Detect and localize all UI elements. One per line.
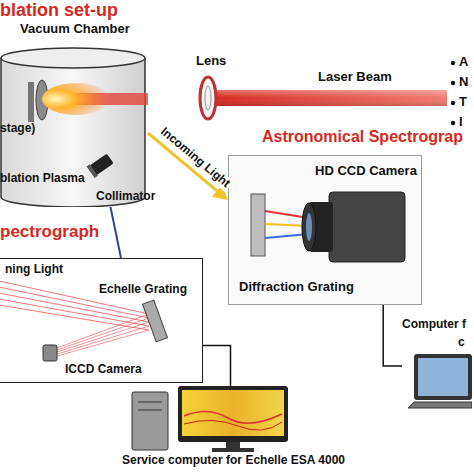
bullet [451, 81, 455, 85]
label: Laser Beam [318, 70, 392, 85]
label: N [459, 75, 468, 90]
label: c [458, 336, 465, 350]
bullet [451, 121, 455, 125]
node-text: Diffraction Grating [239, 280, 354, 295]
lens [200, 77, 216, 119]
laptop-drawing [402, 318, 472, 414]
node-text: ICCD Camera [65, 363, 142, 377]
connector-line [383, 305, 402, 366]
label: T [459, 95, 467, 110]
connector [203, 346, 231, 387]
label: Lens [196, 54, 226, 69]
label: pectrograph [0, 222, 99, 242]
laser-beam-shade [215, 90, 447, 106]
label: Collimator [96, 190, 155, 204]
node-text: Computer f [402, 318, 466, 332]
echelle-box: ning LightEchelle GratingICCD Camera [0, 258, 203, 383]
label: Astronomical Spectrograp [262, 128, 463, 146]
label: I [459, 115, 463, 130]
node-text: ning Light [5, 263, 63, 277]
node-text: Echelle Grating [99, 283, 187, 297]
connector [383, 305, 402, 366]
laser-beam [215, 90, 447, 106]
bullet [451, 101, 455, 105]
service-computer: Service computer for Echelle ESA 4000 [118, 386, 368, 472]
node-text: Service computer for Echelle ESA 4000 [122, 454, 345, 468]
lens-inner [205, 86, 211, 110]
spectrograph-box: HD CCD CameraDiffraction Grating [228, 155, 422, 305]
connector-line [203, 346, 231, 387]
laptop: Computer f [402, 318, 472, 414]
label: A [459, 55, 468, 70]
edge-label: Incoming Light [156, 124, 234, 192]
label: blation Plasma [0, 172, 85, 186]
node-text: HD CCD Camera [315, 164, 417, 179]
connector-line [111, 207, 122, 258]
label: blation set-up [0, 0, 118, 21]
label: stage) [0, 122, 35, 136]
node-text: Vacuum Chamber [20, 22, 130, 37]
bullet [451, 61, 455, 65]
connector [111, 207, 122, 258]
